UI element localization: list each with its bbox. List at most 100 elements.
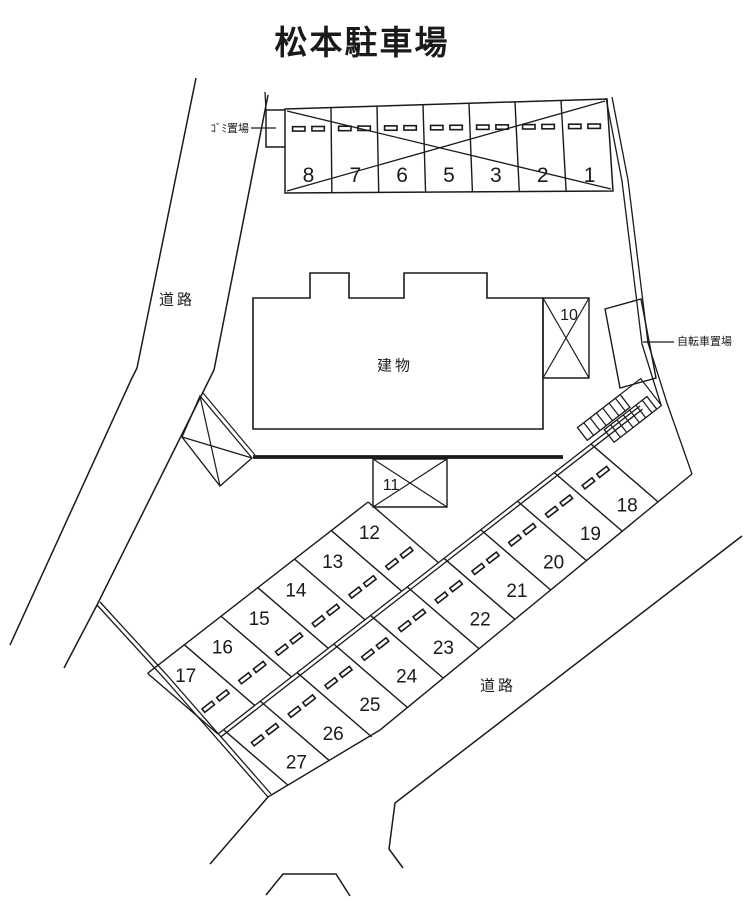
southwest-boundary-inner bbox=[99, 601, 272, 795]
road-bottom-left-edge bbox=[209, 796, 269, 865]
stall-dash bbox=[311, 614, 326, 628]
upper-diagonal-row: 12 13 14 15 16 17 bbox=[147, 501, 439, 735]
stall-dash bbox=[250, 733, 266, 748]
lot-boundaries bbox=[96, 96, 693, 798]
parking-space-6: 6 bbox=[383, 124, 418, 187]
stairs bbox=[576, 377, 663, 444]
stall-dash bbox=[301, 693, 317, 708]
space-number-18: 18 bbox=[617, 495, 638, 516]
space-number-19: 19 bbox=[580, 524, 601, 545]
parking-space-19: 19 bbox=[544, 493, 601, 545]
stall-dash bbox=[470, 562, 486, 576]
road-label-left: 道路 bbox=[158, 291, 196, 309]
stall-dash bbox=[338, 665, 354, 679]
stall-dash bbox=[521, 123, 536, 130]
space-number-17: 17 bbox=[175, 666, 196, 687]
parking-space-5: 5 bbox=[429, 124, 464, 187]
stall-dash bbox=[325, 603, 341, 617]
space-number-8: 8 bbox=[303, 164, 315, 187]
space-number-15: 15 bbox=[249, 609, 270, 630]
stall-dash bbox=[252, 660, 267, 674]
parking-space-3: 3 bbox=[475, 124, 510, 187]
crossed-wedge bbox=[181, 392, 256, 487]
parking-space-23: 23 bbox=[397, 608, 454, 659]
space-number-26: 26 bbox=[323, 724, 344, 745]
bicycle-parking bbox=[604, 298, 674, 389]
stall-dash bbox=[581, 476, 596, 490]
road-bottom-east-edge bbox=[388, 535, 743, 869]
garbage-area bbox=[251, 91, 285, 148]
parking-space-7: 7 bbox=[337, 125, 372, 187]
stall-dash bbox=[291, 125, 306, 132]
stall-dash bbox=[587, 123, 602, 130]
parking-space-24: 24 bbox=[360, 636, 418, 688]
stall-dash bbox=[399, 546, 414, 560]
stall-dash bbox=[264, 722, 280, 736]
space-number-2: 2 bbox=[537, 164, 549, 187]
parking-space-27: 27 bbox=[250, 722, 307, 773]
road-left-west-edge bbox=[9, 77, 197, 646]
road-island bbox=[265, 873, 351, 897]
stall-dash bbox=[397, 619, 413, 633]
space-number-22: 22 bbox=[470, 610, 491, 631]
space-number-10: 10 bbox=[560, 307, 578, 324]
stall-dash bbox=[375, 636, 390, 650]
parking-space-2: 2 bbox=[521, 123, 556, 187]
space-number-13: 13 bbox=[322, 552, 343, 573]
stall-dash bbox=[449, 124, 464, 131]
stall-dash bbox=[200, 700, 216, 714]
parking-space-20: 20 bbox=[507, 522, 564, 573]
stall-dash bbox=[347, 585, 363, 600]
stair-flight-upper bbox=[576, 393, 631, 442]
southwest-boundary bbox=[96, 604, 269, 798]
space-number-5: 5 bbox=[443, 164, 455, 187]
parking-space-21: 21 bbox=[470, 550, 527, 602]
stair-landing-rail bbox=[619, 377, 663, 410]
bicycle-parking-label: 自転車置場 bbox=[677, 336, 732, 348]
space-number-14: 14 bbox=[285, 580, 307, 601]
space-number-12: 12 bbox=[359, 523, 380, 544]
space-number-7: 7 bbox=[349, 164, 361, 187]
space-number-16: 16 bbox=[212, 637, 233, 658]
garbage-area-label: ｺﾞﾐ置場 bbox=[210, 123, 250, 135]
building-label: 建物 bbox=[376, 357, 414, 375]
parking-space-22: 22 bbox=[434, 579, 491, 631]
space-number-24: 24 bbox=[396, 667, 418, 688]
stall-dash bbox=[337, 125, 352, 132]
page-title: 松本駐車場 bbox=[274, 24, 450, 61]
stall-dash bbox=[541, 123, 556, 130]
stall-dash bbox=[485, 550, 501, 565]
parking-space-16: 16 bbox=[212, 637, 267, 685]
parking-space-11: 11 bbox=[372, 458, 448, 508]
parking-space-26: 26 bbox=[287, 693, 344, 745]
stall-dash bbox=[434, 590, 449, 605]
space-number-23: 23 bbox=[433, 638, 454, 659]
stall-dash bbox=[558, 493, 574, 508]
stall-dash bbox=[362, 574, 378, 588]
stall-dash bbox=[448, 579, 464, 593]
stall-dash bbox=[274, 643, 290, 657]
parking-space-1: 1 bbox=[567, 123, 602, 187]
south-lot-edge bbox=[267, 473, 693, 798]
space-number-27: 27 bbox=[286, 752, 307, 773]
space-number-20: 20 bbox=[543, 552, 564, 573]
road-label-bottom: 道路 bbox=[479, 677, 517, 695]
stair-flight-lower bbox=[603, 395, 658, 444]
stall-dash bbox=[287, 705, 302, 719]
stall-dash bbox=[567, 123, 582, 130]
stall-dash bbox=[289, 631, 304, 646]
parking-space-15: 15 bbox=[249, 609, 304, 657]
stall-dash bbox=[384, 557, 400, 571]
top-row-outline bbox=[284, 98, 614, 194]
stall-dash bbox=[522, 522, 537, 536]
stall-dash bbox=[595, 465, 611, 479]
space-number-1: 1 bbox=[584, 164, 596, 187]
stall-dash bbox=[360, 648, 376, 662]
parking-space-14: 14 bbox=[285, 580, 341, 628]
stall-dash bbox=[237, 671, 253, 685]
east-boundary-inner bbox=[605, 97, 662, 406]
